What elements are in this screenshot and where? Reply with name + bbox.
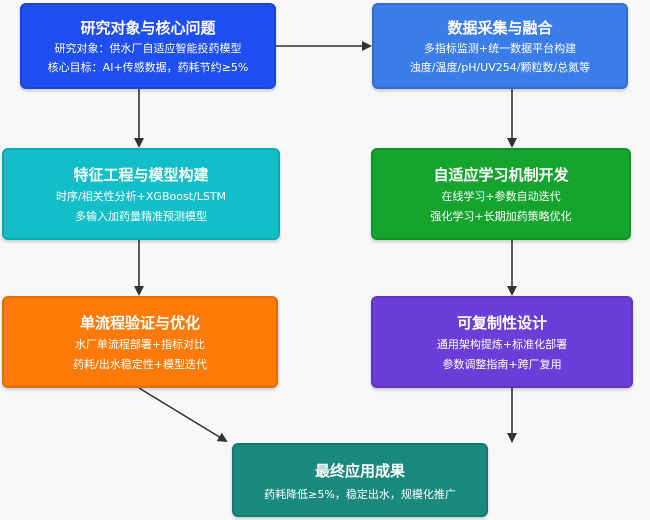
node-research-object-line-2: 核心目标：AI+传感数据，药耗节约≥5% [47, 61, 249, 74]
node-research-object-title: 研究对象与核心问题 [80, 19, 216, 37]
node-data-collection-line-1: 多指标监测+统一数据平台构建 [423, 42, 577, 55]
node-single-process-validation-title: 单流程验证与优化 [79, 314, 200, 332]
node-replicable-design-line-1: 通用架构提炼+标准化部署 [436, 338, 568, 351]
node-single-process-validation-line-1: 水厂单流程部署+指标对比 [74, 338, 206, 351]
node-research-object: 研究对象与核心问题 研究对象：供水厂自适应智能投药模型 核心目标：AI+传感数据… [20, 3, 276, 89]
node-feature-engineering-line-1: 时序/相关性分析+XGBoost/LSTM [55, 190, 227, 203]
node-research-object-line-1: 研究对象：供水厂自适应智能投药模型 [54, 42, 242, 55]
node-replicable-design-title: 可复制性设计 [456, 314, 547, 332]
arrow-validation-to-outcome [138, 387, 228, 443]
node-single-process-validation-line-2: 药耗/出水稳定性+模型迭代 [73, 358, 207, 371]
node-adaptive-learning: 自适应学习机制开发 在线学习+参数自动迭代 强化学习+长期加药策略优化 [371, 148, 631, 240]
node-replicable-design-line-2: 参数调整指南+跨厂复用 [442, 358, 562, 371]
node-feature-engineering: 特征工程与模型构建 时序/相关性分析+XGBoost/LSTM 多输入加药量精准… [2, 148, 280, 240]
node-data-collection-line-2: 浊度/温度/pH/UV254/颗粒数/总氮等 [409, 61, 591, 74]
node-adaptive-learning-line-2: 强化学习+长期加药策略优化 [430, 210, 572, 223]
node-feature-engineering-title: 特征工程与模型构建 [73, 166, 209, 184]
node-data-collection: 数据采集与融合 多指标监测+统一数据平台构建 浊度/温度/pH/UV254/颗粒… [372, 3, 628, 89]
node-final-outcome-line-1: 药耗降低≥5%，稳定出水，规模化推广 [264, 488, 456, 501]
node-adaptive-learning-title: 自适应学习机制开发 [433, 166, 569, 184]
node-final-outcome-title: 最终应用成果 [314, 462, 405, 480]
node-final-outcome: 最终应用成果 药耗降低≥5%，稳定出水，规模化推广 [232, 443, 488, 517]
node-feature-engineering-line-2: 多输入加药量精准预测模型 [75, 210, 207, 223]
node-adaptive-learning-line-1: 在线学习+参数自动迭代 [441, 190, 561, 203]
node-replicable-design: 可复制性设计 通用架构提炼+标准化部署 参数调整指南+跨厂复用 [371, 296, 633, 388]
node-data-collection-title: 数据采集与融合 [447, 19, 553, 37]
node-single-process-validation: 单流程验证与优化 水厂单流程部署+指标对比 药耗/出水稳定性+模型迭代 [2, 296, 278, 388]
